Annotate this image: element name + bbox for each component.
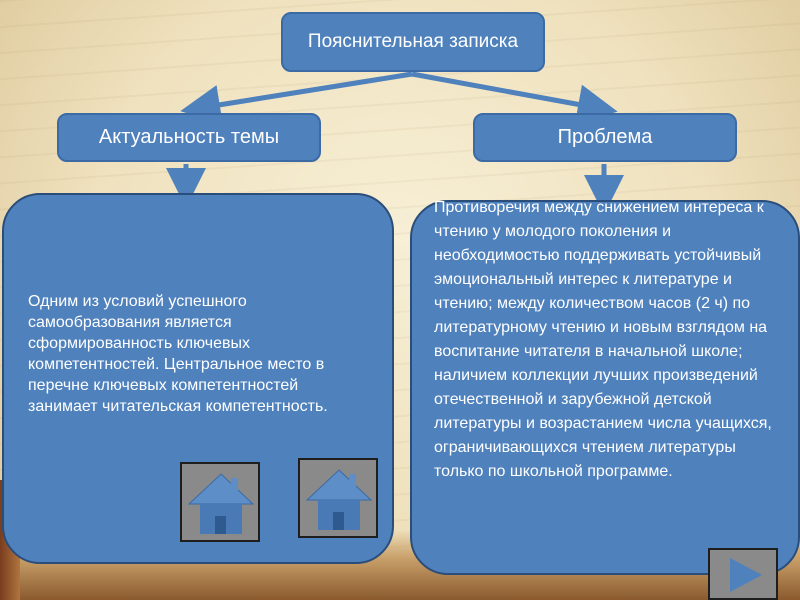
- slide-title: Пояснительная записка: [307, 31, 519, 52]
- problem-text: Противоречия между снижением интереса к …: [434, 199, 772, 480]
- arrow-to-left-heading: [180, 71, 413, 125]
- arrow-to-right-heading: [411, 71, 618, 125]
- heading-box-relevance: Актуальность темы: [57, 113, 321, 162]
- home-icon: [305, 469, 373, 530]
- problem-panel: Противоречия между снижением интереса к …: [410, 199, 800, 575]
- relevance-text: Одним из условий успешного самообразован…: [28, 293, 328, 415]
- home-button-1[interactable]: [180, 462, 260, 542]
- next-slide-button[interactable]: [708, 548, 778, 600]
- heading-box-problem: Проблема: [473, 113, 737, 162]
- home-icon: [187, 473, 255, 534]
- home-button-2[interactable]: [298, 458, 378, 538]
- play-right-icon: [730, 558, 762, 592]
- left-heading: Актуальность темы: [98, 126, 280, 148]
- right-heading: Проблема: [557, 126, 653, 148]
- title-box: Пояснительная записка: [281, 12, 545, 72]
